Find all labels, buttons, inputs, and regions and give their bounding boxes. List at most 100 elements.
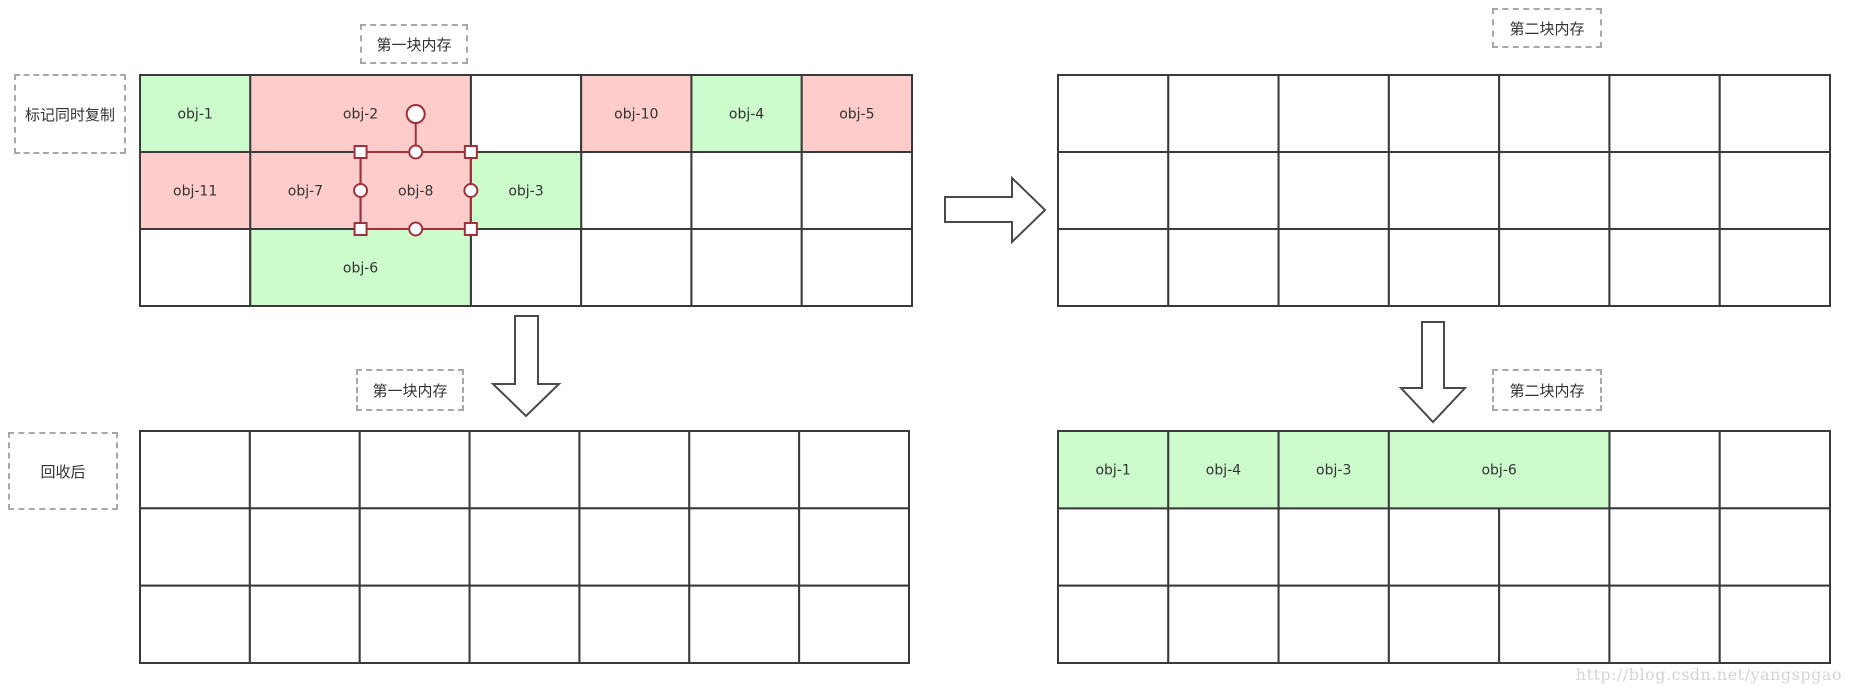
object-block: [139, 151, 252, 230]
memory-cell: [1608, 228, 1721, 307]
memory-cell: [1167, 151, 1280, 230]
rotate-handle[interactable]: [405, 104, 426, 124]
object-label: obj-11: [173, 184, 217, 200]
memory-cell: [798, 584, 911, 665]
memory-cell: [1277, 228, 1390, 307]
memory-cell: [1057, 228, 1170, 307]
memory-cell: [1057, 584, 1170, 665]
memory-cell: [688, 584, 801, 665]
object-block: [249, 74, 472, 153]
memory-cell: [1718, 584, 1831, 665]
edge-handle[interactable]: [463, 183, 479, 198]
memory-cell: [358, 507, 471, 587]
memory-cell: [1608, 151, 1721, 230]
object-label: obj-6: [1481, 463, 1516, 479]
memory-cell: [800, 228, 914, 307]
memory-cell: [1608, 74, 1721, 153]
object-label: obj-3: [1316, 463, 1351, 479]
memory-cell: [139, 584, 251, 665]
object-block: [800, 74, 914, 153]
object-label: obj-5: [839, 107, 874, 123]
edge-handle[interactable]: [353, 183, 369, 198]
memory-cell: [690, 151, 803, 230]
memory-cell: [1167, 584, 1280, 665]
mark-copy-label: 标记同时复制: [14, 74, 126, 154]
object-label: obj-2: [343, 107, 378, 123]
memory-cell: [1498, 507, 1611, 587]
memory-cell: [1498, 74, 1611, 153]
memory-cell: [1277, 74, 1390, 153]
memory-cell: [1387, 228, 1501, 307]
memory-cell: [578, 584, 691, 665]
block1-bottom-title: 第一块内存: [356, 369, 464, 411]
corner-handle[interactable]: [463, 145, 478, 159]
memory-cell: [1608, 584, 1721, 665]
memory-cell: [248, 584, 361, 665]
memory-cell: [1498, 151, 1611, 230]
memory-cell: [1498, 228, 1611, 307]
object-label: obj-1: [177, 107, 212, 123]
object-label: obj-3: [508, 184, 543, 200]
corner-handle[interactable]: [463, 222, 478, 236]
object-label: obj-4: [1206, 463, 1241, 479]
corner-handle[interactable]: [353, 222, 368, 236]
memory-cell: [1718, 430, 1831, 510]
memory-cell: [1498, 584, 1611, 665]
memory-cell: [1277, 507, 1390, 587]
memory-cell: [248, 430, 361, 510]
memory-cell: [798, 430, 911, 510]
block2-bottom-title: 第二块内存: [1492, 369, 1602, 411]
edge-handle[interactable]: [408, 221, 424, 237]
object-label: obj-8: [398, 184, 433, 200]
memory-cell: [1387, 151, 1501, 230]
corner-handle[interactable]: [353, 145, 368, 159]
memory-cell: [798, 507, 911, 587]
down-arrow-icon: [1398, 321, 1468, 424]
object-label: obj-4: [729, 107, 764, 123]
memory-cell: [800, 151, 914, 230]
object-block: [249, 151, 362, 230]
memory-cell: [580, 151, 693, 230]
memory-cell: [1387, 74, 1501, 153]
memory-cell: [139, 228, 252, 307]
memory-cell: [469, 228, 583, 307]
edge-handle[interactable]: [408, 144, 424, 160]
memory-cell: [1167, 228, 1280, 307]
object-block: [1057, 430, 1170, 510]
memory-cell: [1277, 151, 1390, 230]
object-label: obj-1: [1095, 463, 1130, 479]
memory-cell: [1718, 74, 1831, 153]
block1-after-grid: [139, 430, 911, 665]
memory-cell: [1608, 430, 1721, 510]
memory-cell: [468, 507, 581, 587]
selection-handles[interactable]: [353, 104, 479, 237]
memory-cell: [1057, 74, 1170, 153]
object-block: [690, 74, 803, 153]
object-label: obj-6: [343, 261, 378, 277]
after-gc-label: 回收后: [8, 432, 118, 510]
memory-cell: [1167, 74, 1280, 153]
block2-after-grid: obj-1 obj-4 obj-3 obj-6: [1057, 430, 1831, 665]
memory-cell: [468, 584, 581, 665]
memory-cell: [1057, 151, 1170, 230]
block2-top-title: 第二块内存: [1492, 8, 1602, 48]
block1-top-title: 第一块内存: [360, 24, 468, 64]
memory-cell: [1277, 584, 1390, 665]
memory-cell: [1608, 507, 1721, 587]
memory-cell: [139, 507, 251, 587]
memory-cell: [578, 507, 691, 587]
memory-cell: [358, 430, 471, 510]
memory-cell: [1167, 507, 1280, 587]
object-block: [1167, 430, 1280, 510]
memory-cell: [688, 507, 801, 587]
memory-cell: [1387, 584, 1501, 665]
memory-cell: [468, 430, 581, 510]
watermark-text: http://blog.csdn.net/yangspgao: [1575, 665, 1842, 684]
memory-cell: [1718, 151, 1831, 230]
memory-cell: [1718, 228, 1831, 307]
object-block: [359, 151, 472, 230]
down-arrow-icon: [490, 315, 562, 418]
memory-cell: [1718, 507, 1831, 587]
